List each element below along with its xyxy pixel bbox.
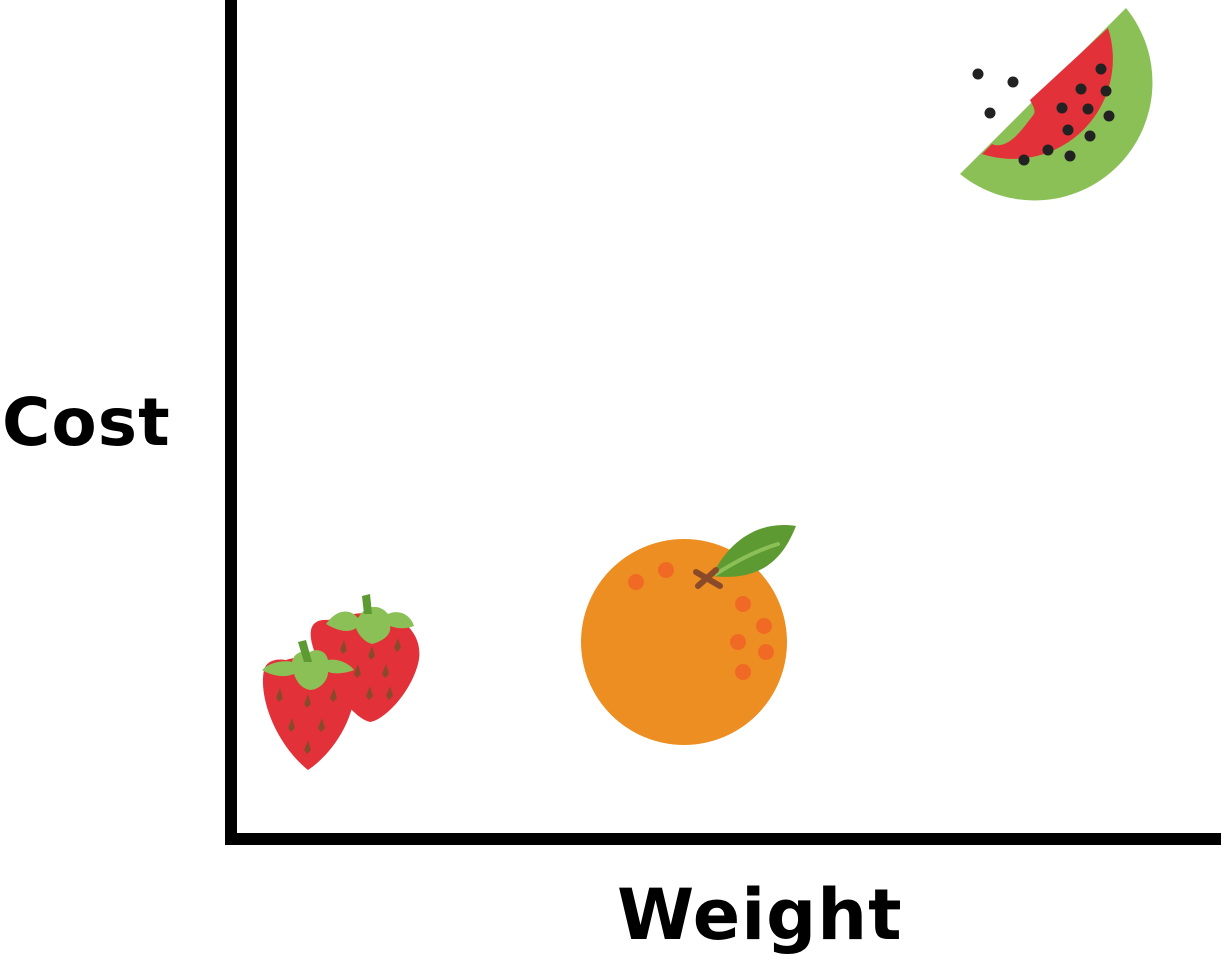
y-axis-label: Cost xyxy=(2,384,171,461)
x-axis-label: Weight xyxy=(617,874,903,956)
y-axis-line xyxy=(225,0,237,845)
watermelon-icon xyxy=(960,8,1153,201)
strawberries-icon xyxy=(262,594,420,770)
orange-icon xyxy=(581,525,796,745)
x-axis-line xyxy=(225,833,1221,845)
